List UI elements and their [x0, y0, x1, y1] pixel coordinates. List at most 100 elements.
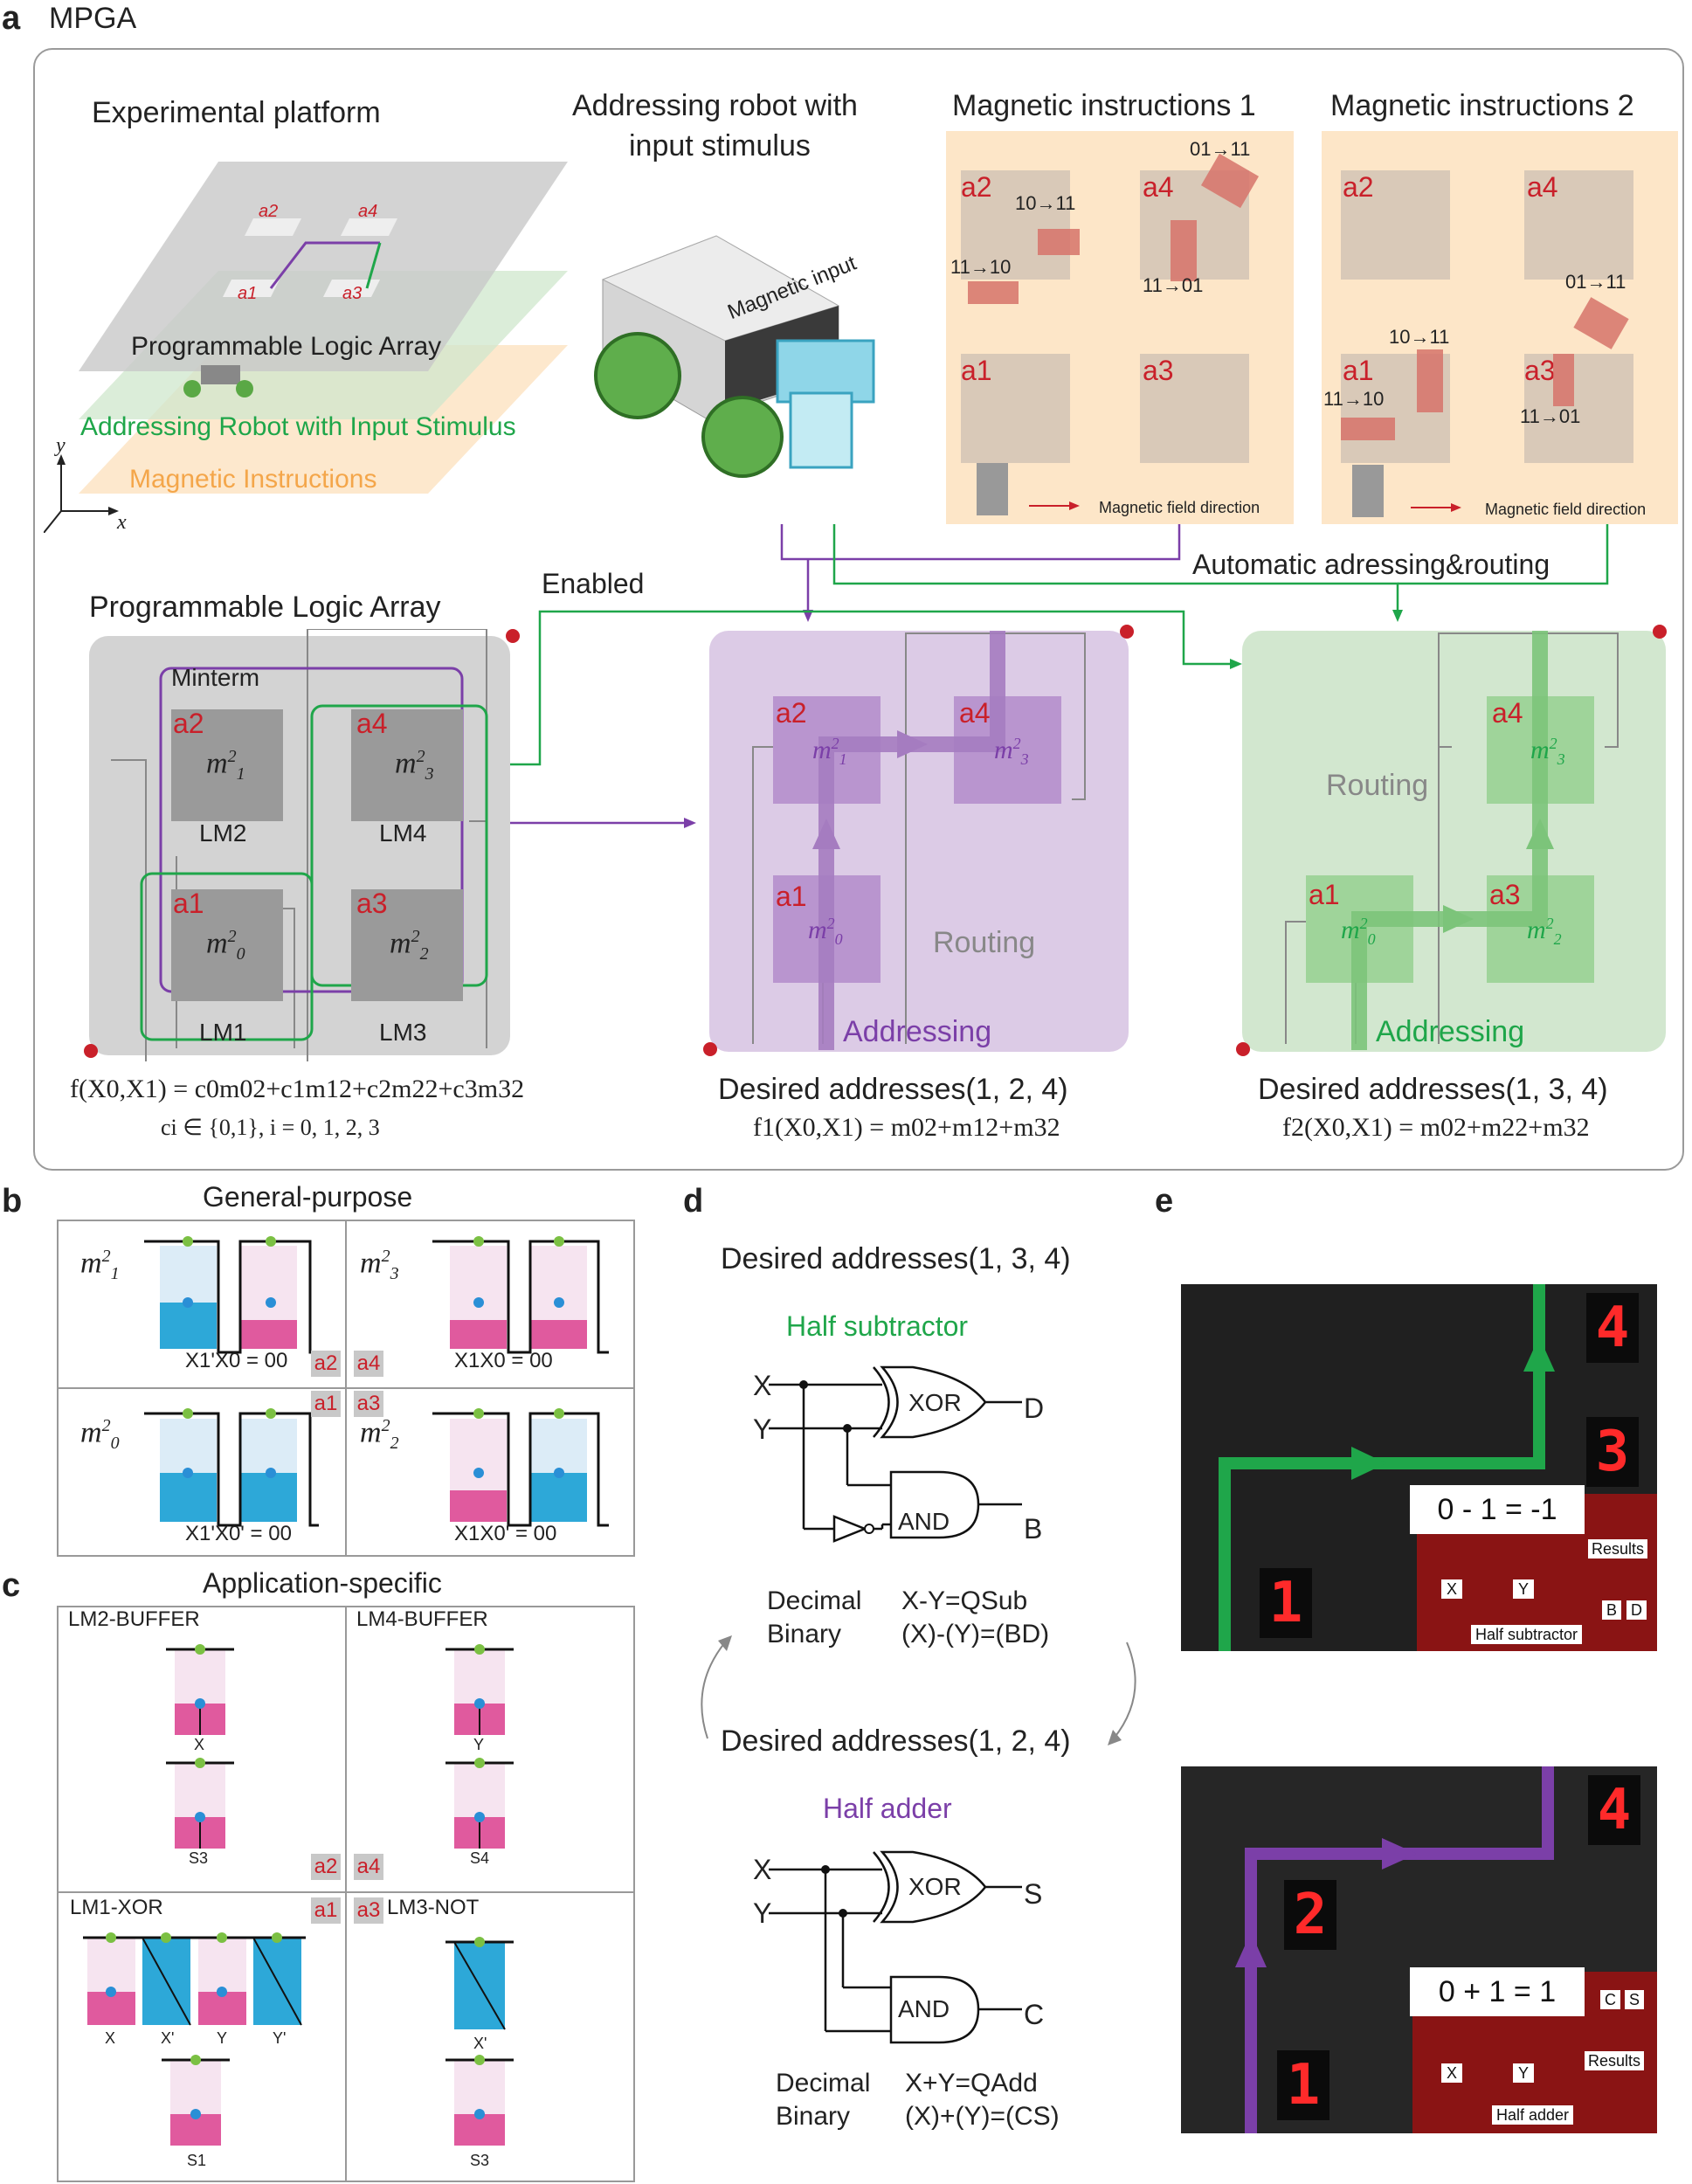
instr1-cell-a1 [961, 354, 1070, 463]
panel-a-letter: a [2, 0, 21, 37]
route-desired: Desired addresses(1, 3, 4) [1258, 1073, 1608, 1106]
b-caption-3: X1'X0' = 00 [185, 1522, 292, 1545]
pla-formula: f(X0,X1) = c0m02+c1m12+c2m22+c3m32 [70, 1075, 525, 1103]
e1-results-label: Results [1588, 1539, 1648, 1559]
d-add-input-y: Y [753, 1897, 772, 1929]
pla-minterm-m0: m20 [206, 927, 245, 964]
instr2-code-3: 11→10 [1323, 388, 1385, 410]
c-chip-a3: a3 [354, 1897, 383, 1924]
e-photo1-path [1219, 1284, 1555, 1651]
b-caption-4: X1X0' = 00 [454, 1522, 557, 1545]
pla-label-a3: a3 [356, 888, 388, 919]
d-half-add-title: Half adder [823, 1793, 952, 1824]
e1-bit-d: D [1626, 1600, 1647, 1620]
d-add-gate-xor: XOR [908, 1873, 962, 1900]
c-lm4-label: LM4-BUFFER [356, 1607, 488, 1631]
pla-minterm-m3: m23 [395, 747, 434, 784]
instr1-cell-a2 [961, 170, 1070, 280]
instr2-cell-a2 [1341, 170, 1450, 280]
pla-minterm-m2: m22 [390, 927, 429, 964]
robot-illustration [594, 235, 875, 478]
panel-c-hdivider [57, 1891, 635, 1893]
pla-minterm-m1: m21 [206, 747, 245, 784]
d-add-output-s: S [1024, 1878, 1043, 1910]
pla-label-a2: a2 [173, 708, 204, 739]
d-sub-input-y: Y [753, 1413, 772, 1445]
instr2-code-4: 11→01 [1520, 405, 1581, 427]
panel-a-title: MPGA [49, 2, 137, 35]
instr2-magnet-a3 [1553, 354, 1574, 406]
c-label-s3-1: S3 [189, 1849, 209, 1867]
pla-lm2-label: LM2 [199, 819, 247, 847]
pla-lm4-label: LM4 [379, 819, 427, 847]
instr2-magnet-a1 [1417, 349, 1443, 412]
pla-label-a1: a1 [173, 888, 204, 919]
pla-label-a4: a4 [356, 708, 388, 739]
c-label-s4: S4 [470, 1849, 490, 1867]
instr1-magnet-a2b [968, 281, 1019, 304]
instr1-code-3: 01→11 [1190, 138, 1251, 160]
instr2-cell-a3 [1524, 354, 1633, 463]
e1-digit-3: 3 [1586, 1417, 1639, 1487]
b-chip-a1: a1 [311, 1391, 341, 1417]
instr2-legend-arrow-icon [1411, 503, 1461, 512]
e2-equation: 0 + 1 = 1 [1410, 1967, 1585, 2016]
e2-results-label: Results [1585, 2051, 1645, 2070]
e1-name: Half subtractor [1471, 1625, 1583, 1644]
pla-cell-a1 [171, 889, 283, 1001]
c-label-s3-2: S3 [470, 2152, 490, 2169]
instr1-robot-icon [977, 463, 1008, 515]
b-caption-1: X1'X0 = 00 [185, 1349, 288, 1372]
instr1-magnet-a4 [1171, 220, 1197, 281]
e2-name: Half adder [1492, 2105, 1574, 2125]
e1-digit-1: 1 [1260, 1568, 1312, 1638]
instr2-title: Magnetic instructions 2 [1330, 89, 1634, 122]
addressing-path [812, 631, 1005, 1050]
route-label-a4: a4 [1492, 697, 1523, 729]
d-desired-1: Desired addresses(1, 3, 4) [721, 1242, 1071, 1275]
d-add-eq2: (X)+(Y)=(CS) [905, 2102, 1060, 2131]
c-chip-a4: a4 [354, 1854, 383, 1880]
e1-digit-4: 4 [1586, 1293, 1639, 1363]
b-m1: m21 [80, 1247, 120, 1284]
route-corner-dot [1236, 1042, 1250, 1056]
platform-label-a1: a1 [238, 284, 258, 303]
b-chip-a3: a3 [354, 1391, 383, 1417]
d-half-add-circuit [769, 1850, 1022, 2044]
c-chip-a2: a2 [311, 1854, 341, 1880]
instr2-label-a2: a2 [1343, 171, 1374, 203]
instr2-robot-icon [1352, 465, 1384, 517]
e2-digit-4: 4 [1588, 1775, 1640, 1845]
platform-label-a2: a2 [259, 202, 279, 221]
layer-instructions-label: Magnetic Instructions [129, 465, 377, 494]
d-desired-2: Desired addresses(1, 2, 4) [721, 1724, 1071, 1758]
panel-b-hdivider [57, 1387, 635, 1389]
instr1-title: Magnetic instructions 1 [952, 89, 1256, 122]
e2-digit-2: 2 [1284, 1880, 1336, 1950]
addr-m3: m23 [994, 735, 1029, 768]
instr2-code-2: 10→11 [1389, 326, 1450, 348]
d-add-gate-and: AND [898, 1995, 950, 2022]
instr1-code-4: 11→01 [1143, 274, 1204, 296]
e2-digit-1: 1 [1277, 2050, 1329, 2120]
instr2-label-a4: a4 [1527, 171, 1558, 203]
d-sub-gate-xor: XOR [908, 1389, 962, 1416]
d-sub-output-b: B [1024, 1513, 1043, 1545]
instr2-legend-label: Magnetic field direction [1485, 501, 1647, 518]
d-add-decimal: Decimal [776, 2069, 871, 2098]
pla-corner-dot [84, 1044, 98, 1058]
pla-cell-a4 [351, 709, 463, 821]
d-cycle-arrows [701, 1635, 1136, 1745]
panel-a-frame [33, 48, 1684, 1171]
panel-b-title: General-purpose [203, 1181, 413, 1213]
route-label-a1: a1 [1309, 879, 1340, 910]
addr-label-a1: a1 [776, 881, 807, 912]
instr2-label-a3: a3 [1524, 355, 1556, 386]
auto-routing-label: Automatic adressing&routing [1192, 549, 1550, 580]
route-m2: m22 [1527, 915, 1562, 948]
instr2-label-a1: a1 [1343, 355, 1374, 386]
c-label-xp-2: X' [473, 2035, 487, 2052]
d-sub-decimal: Decimal [767, 1586, 862, 1615]
c-lm2-label: LM2-BUFFER [68, 1607, 200, 1631]
route-routing-label: Routing [1326, 769, 1429, 802]
